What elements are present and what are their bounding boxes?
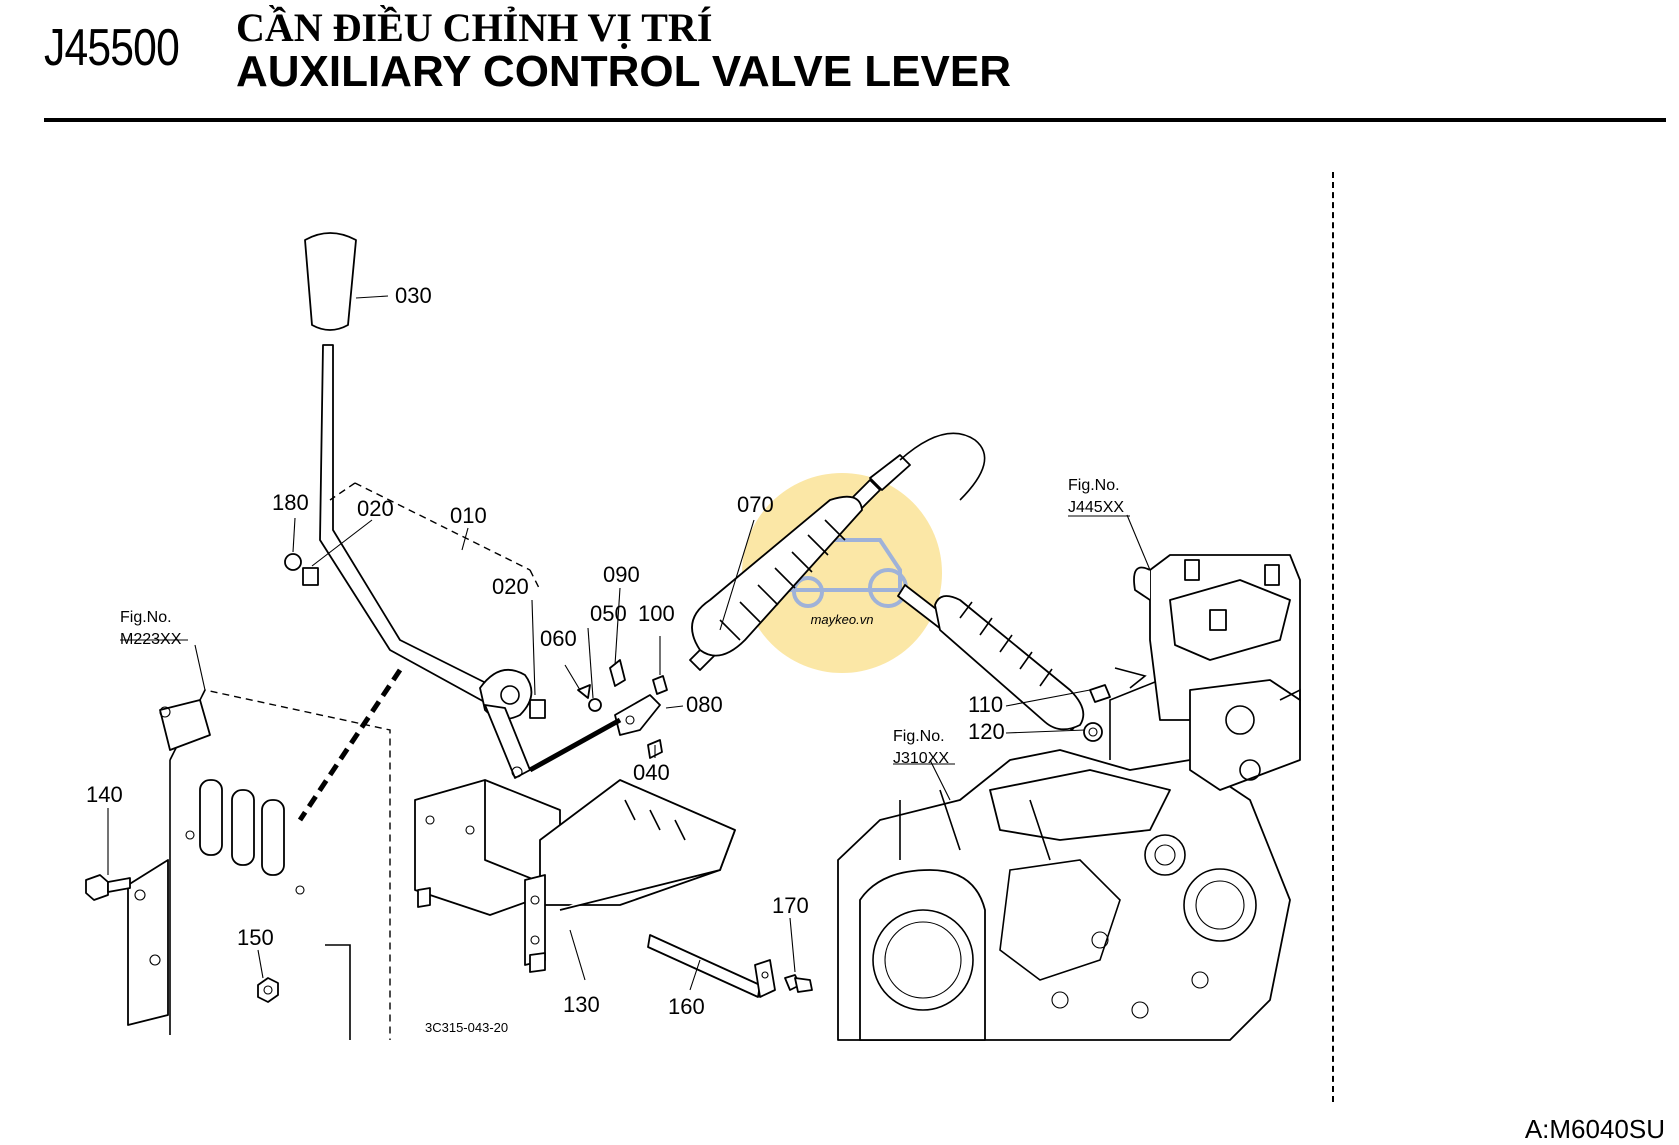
mounting-bracket — [414, 779, 736, 973]
side-panel — [127, 689, 391, 1040]
leader-lines — [107, 295, 1151, 991]
label-060: 060 — [540, 626, 577, 651]
ref-m223: M223XX — [120, 631, 182, 648]
label-080: 080 — [686, 692, 723, 717]
label-170: 170 — [772, 893, 809, 918]
ref-j445: J445XX — [1068, 499, 1124, 516]
housing-assembly — [837, 679, 1291, 1041]
title-vietnamese: CẦN ĐIỀU CHỈNH VỊ TRÍ — [236, 5, 713, 50]
label-050: 050 — [590, 601, 627, 626]
label-070: 070 — [737, 492, 774, 517]
label-020: 020 — [357, 496, 394, 521]
drawing-number: 3C315-043-20 — [425, 1020, 508, 1035]
figure-references: Fig.No. M223XX Fig.No. J445XX Fig.No. J3… — [120, 477, 1124, 767]
watermark-text: maykeo.vn — [811, 612, 874, 627]
label-180: 180 — [272, 490, 309, 515]
label-010: 010 — [450, 503, 487, 528]
bolts — [85, 874, 813, 1003]
pin — [647, 934, 776, 998]
bushings — [284, 553, 546, 719]
label-140: 140 — [86, 782, 123, 807]
part-labels: 030 180 020 010 020 050 060 090 100 080 … — [86, 283, 1005, 1019]
alignment-line — [297, 668, 403, 822]
label-150: 150 — [237, 925, 274, 950]
watermark-logo: maykeo.vn — [742, 473, 942, 673]
alignment-line — [528, 717, 622, 773]
ref-m223-head: Fig.No. — [120, 609, 172, 626]
label-120: 120 — [968, 719, 1005, 744]
title-english: AUXILIARY CONTROL VALVE LEVER — [236, 47, 1011, 96]
ref-j310-head: Fig.No. — [893, 728, 945, 745]
page-code: J45500 — [44, 19, 180, 77]
label-040: 040 — [633, 760, 670, 785]
label-160: 160 — [668, 994, 705, 1019]
assembly-bracket — [329, 482, 541, 591]
label-110: 110 — [968, 692, 1003, 717]
label-020-b: 020 — [492, 574, 529, 599]
main-lever — [319, 344, 533, 779]
ref-j445-head: Fig.No. — [1068, 477, 1120, 494]
label-100: 100 — [638, 601, 675, 626]
knob — [304, 232, 357, 331]
label-130: 130 — [563, 992, 600, 1017]
control-valve — [1133, 554, 1301, 791]
ref-j310: J310XX — [893, 750, 949, 767]
label-090: 090 — [603, 562, 640, 587]
header-rule — [44, 118, 1666, 122]
label-030: 030 — [395, 283, 432, 308]
page-divider — [1332, 172, 1334, 1102]
model-code: A:M6040SU — [1524, 1114, 1665, 1144]
